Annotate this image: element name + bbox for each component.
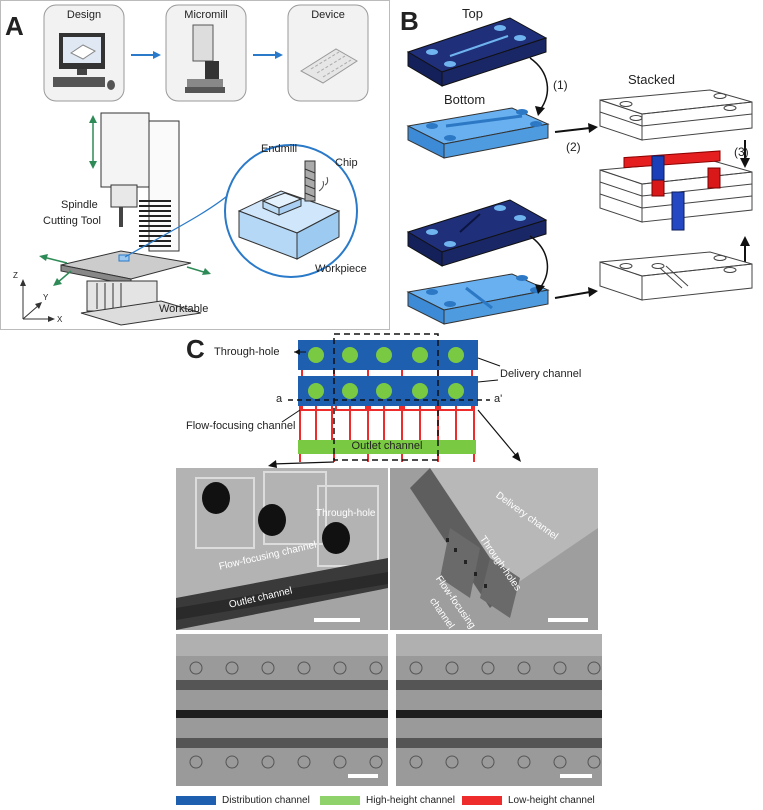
bottom-label: Bottom (444, 92, 486, 107)
legend-label-low-height: Low-height channel (508, 795, 595, 806)
cutting-tool-label: Cutting Tool (43, 215, 101, 227)
computer-icon (53, 33, 115, 90)
micromill-icon (185, 24, 225, 93)
top-plate (406, 17, 548, 87)
legend-swatch-low-height (462, 796, 502, 805)
low-height-channels (299, 370, 475, 462)
device-step-box (287, 4, 369, 102)
axes-icon (22, 283, 51, 320)
bottom-plate-2 (406, 273, 550, 325)
dashed-selection-box (333, 333, 439, 461)
legend-swatch-high-height (320, 796, 360, 805)
axis-x-label: X (57, 315, 63, 324)
chip-label: Chip (335, 157, 358, 169)
panel-b-drawing (406, 17, 753, 325)
legend-item-distribution: Distribution channel (176, 795, 310, 806)
bottom-plate (406, 107, 550, 159)
sem-image-1: Through-hole Flow-focusing channel Outle… (176, 468, 388, 630)
endmill-label: Endmill (261, 143, 298, 155)
stacked-box-3 (599, 251, 753, 301)
design-step-label: Design (66, 9, 102, 21)
step-1-label: (1) (553, 78, 568, 92)
legend-item-low-height: Low-height channel (462, 795, 595, 806)
panel-b: B Top Bottom Stacked (1) (2) (3) (390, 0, 763, 330)
micromill-step-label: Micromill (184, 9, 228, 21)
axis-z-label: Z (13, 271, 18, 280)
workpiece-label: Workpiece (315, 263, 367, 275)
flow-focusing-channel-label: Flow-focusing channel (186, 420, 296, 432)
outlet-channel-bar (298, 440, 476, 454)
panel-a-letter: A (5, 11, 24, 41)
milling-machine (60, 112, 202, 326)
device-step-label: Device (311, 9, 345, 21)
axis-y-label: Y (43, 293, 49, 302)
stacked-label: Stacked (628, 72, 675, 87)
sem-image-2: Delivery channel Through-holes Flow-focu… (390, 468, 598, 630)
device-icon (300, 48, 358, 84)
microscope-image-1 (176, 634, 388, 786)
a-prime-label: a' (494, 393, 503, 405)
panel-a-drawing (20, 4, 369, 326)
panel-b-letter: B (400, 6, 419, 36)
spindle-label: Spindle (61, 199, 98, 211)
outlet-channel-label: Outlet channel (351, 440, 423, 452)
legend-label-distribution: Distribution channel (222, 795, 310, 806)
sem1-through-hole-label: Through-hole (316, 508, 376, 519)
stacked-box-1 (599, 89, 753, 141)
legend-label-high-height: High-height channel (366, 795, 455, 806)
legend-swatch-distribution (176, 796, 216, 805)
panel-c-schematic (268, 333, 521, 468)
through-holes (308, 347, 464, 399)
top-label: Top (462, 6, 483, 21)
worktable-label: Worktable (159, 303, 209, 315)
a-label: a (276, 393, 283, 405)
step-3-label: (3) (734, 145, 749, 159)
top-plate-2 (406, 199, 548, 267)
step-2-label: (2) (566, 140, 581, 154)
microscope-image-2 (396, 634, 602, 786)
panel-a: A Design Micromill Device Spindle Cuttin… (0, 0, 390, 330)
panel-c-letter: C (186, 334, 205, 364)
through-hole-label: Through-hole (214, 346, 280, 358)
delivery-channel-label: Delivery channel (500, 368, 582, 380)
legend-item-high-height: High-height channel (320, 795, 455, 806)
